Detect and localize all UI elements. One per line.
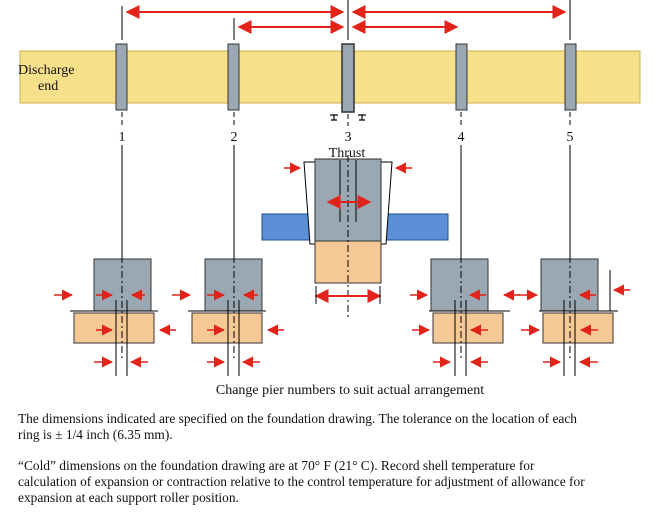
- pier-detail-4: [410, 256, 520, 376]
- note-paragraph-2-line-1: “Cold” dimensions on the foundation draw…: [18, 458, 535, 473]
- thrust-label: Thrust: [329, 146, 366, 161]
- pier-center-lines: [121, 112, 571, 258]
- diagram-canvas: Discharge end 1 2 3 4 5 Thrust: [18, 0, 641, 398]
- discharge-label: Discharge: [18, 63, 75, 78]
- top-dimension-arrows: [121, 0, 571, 40]
- pier-detail-5: [519, 256, 630, 376]
- pier-number-4: 4: [458, 130, 465, 145]
- diagram-caption: Change pier numbers to suit actual arran…: [216, 383, 484, 398]
- pier-number-2: 2: [231, 130, 238, 145]
- pier-detail-1: [54, 256, 176, 376]
- note-paragraph-1-line-2: ring is ± 1/4 inch (6.35 mm).: [18, 427, 173, 442]
- note-paragraph-2-line-3: expansion at each support roller positio…: [18, 490, 239, 505]
- pier-number-5: 5: [567, 130, 574, 145]
- pier-detail-2: [172, 256, 284, 376]
- discharge-label-end: end: [38, 79, 58, 94]
- pier-number-3: 3: [345, 130, 352, 145]
- note-paragraph-2-line-2: calculation of expansion or contraction …: [18, 474, 585, 489]
- pier-detail-3-thrust: [261, 155, 449, 318]
- kiln-shell: [19, 50, 641, 104]
- kiln-tires: [115, 43, 577, 113]
- thrust-roller-icon: [330, 114, 366, 121]
- pier-number-1: 1: [119, 130, 126, 145]
- note-paragraph-1-line-1: The dimensions indicated are specified o…: [18, 411, 577, 426]
